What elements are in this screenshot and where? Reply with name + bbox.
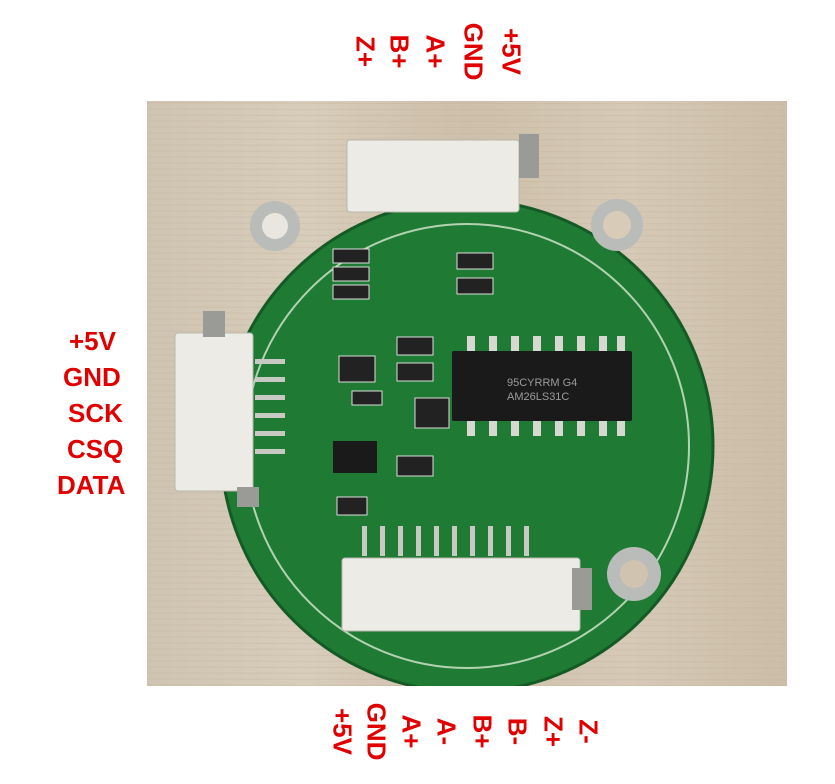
top-label-gnd: GND [458, 22, 489, 81]
left-label-sck: SCK [68, 398, 123, 428]
ic-marking-line2: AM26LS31C [507, 391, 569, 403]
ic-chip: 95CYRRM G4 AM26LS31C [452, 336, 632, 436]
bottom-label-z-minus: Z- [573, 719, 604, 744]
left-label-data: DATA [57, 470, 126, 500]
mounting-holes [250, 199, 661, 601]
bottom-connector [341, 557, 592, 632]
bottom-label-gnd: GND [361, 702, 392, 761]
bottom-label-z-plus: Z+ [538, 715, 569, 748]
bottom-header-pins [362, 526, 529, 556]
left-connector [174, 311, 259, 507]
bottom-label-5v: +5V [327, 708, 358, 755]
bottom-label-a-minus: A- [431, 717, 462, 746]
bottom-label-b-minus: B- [502, 717, 533, 746]
pcb-illustration: 95CYRRM G4 AM26LS31C [147, 101, 787, 686]
left-label-csq: CSQ [67, 434, 124, 464]
top-label-b-plus: B+ [384, 34, 415, 69]
top-label-5v: +5V [496, 28, 527, 75]
top-label-a-plus: A+ [420, 34, 451, 69]
left-label-5v: +5V [69, 326, 116, 356]
left-label-gnd: GND [63, 362, 121, 392]
top-label-z-plus: Z+ [350, 35, 381, 68]
top-connector [346, 134, 539, 213]
smd-components [332, 248, 494, 516]
bottom-label-a-plus: A+ [396, 714, 427, 749]
left-header-pins [255, 359, 285, 454]
bottom-label-b-plus: B+ [467, 714, 498, 749]
ic-marking-line1: 95CYRRM G4 [507, 377, 577, 389]
board-photo: 95CYRRM G4 AM26LS31C [147, 101, 787, 686]
